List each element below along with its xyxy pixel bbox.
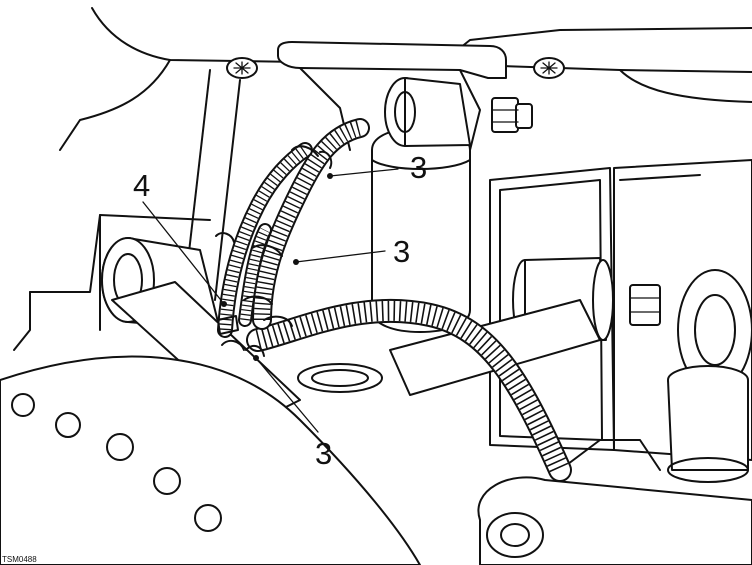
mounting-bracket	[277, 41, 507, 151]
figure-code: TSM0488	[2, 555, 37, 564]
central-reservoir	[371, 127, 471, 333]
right-wheel-hub	[667, 269, 752, 483]
callout-label: 3	[410, 150, 427, 185]
corrugated-hose-upper-a	[252, 118, 370, 330]
callout-4: 4	[133, 168, 227, 307]
callout-3-upper: 3	[327, 150, 427, 185]
callout-3-lower: 3	[253, 355, 332, 471]
lower-linkage	[477, 439, 752, 565]
bolt-left	[226, 57, 258, 79]
callout-3-middle: 3	[293, 234, 410, 269]
callout-label: 3	[393, 234, 410, 269]
corrugated-hose-upper-b	[217, 142, 313, 338]
callout-label: 4	[133, 168, 150, 203]
bolt-right	[533, 57, 565, 79]
brake-disc	[0, 355, 421, 565]
callout-label: 3	[315, 436, 332, 471]
corrugated-hose-main	[246, 298, 572, 482]
upper-pivot	[384, 77, 471, 147]
hex-nut-upper	[491, 97, 533, 133]
hose-clamps	[215, 145, 333, 357]
corrugated-hose-upper-c	[238, 223, 272, 327]
left-frame-rail	[13, 69, 241, 351]
